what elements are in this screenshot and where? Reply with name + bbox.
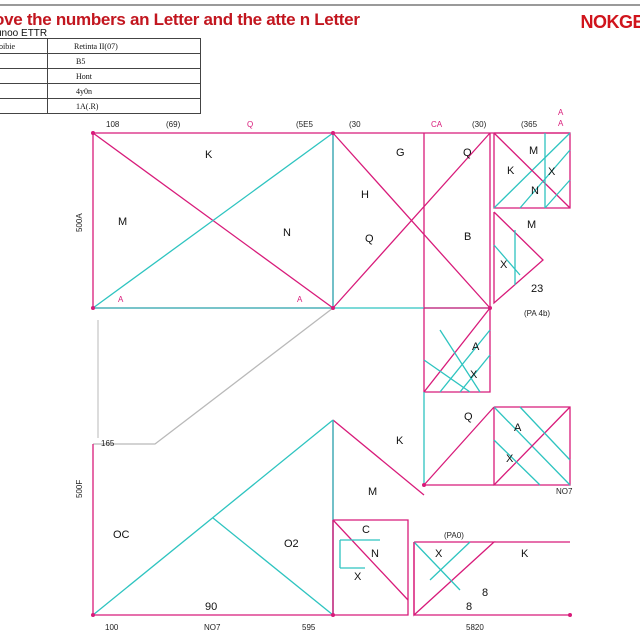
- legend-cell: 1A(.R): [47, 98, 201, 114]
- piece-label: X: [506, 453, 514, 465]
- piece-label: OC: [113, 529, 130, 541]
- edge-diagonal: [92, 419, 334, 616]
- piece-label: X: [548, 166, 556, 178]
- piece-label: A: [118, 295, 124, 304]
- piece-label: Q: [464, 411, 473, 423]
- dimension-label: CA: [431, 120, 443, 129]
- vertex-dot: [488, 306, 492, 310]
- piece-label: K: [507, 165, 515, 177]
- dimension-label: 595: [302, 623, 316, 632]
- piece-label: M: [368, 486, 377, 498]
- vertex-dot: [91, 306, 95, 310]
- edge-diagonal: [493, 244, 521, 276]
- dimension-label: (365: [521, 120, 538, 129]
- piece-label: H: [361, 189, 369, 201]
- edge-diagonal: [332, 132, 491, 309]
- piece-label: A: [514, 422, 522, 434]
- edge-diagonal: [413, 541, 461, 591]
- dimension-label: NO7: [556, 487, 573, 496]
- piece-label: O2: [284, 538, 299, 550]
- edge-diagonal: [493, 406, 571, 486]
- vertex-dot: [331, 131, 335, 135]
- dimension-label: (30: [349, 120, 361, 129]
- piece-label: N: [283, 227, 291, 239]
- brand-logo: NOKGE: [580, 12, 640, 32]
- piece-label: B: [464, 231, 471, 243]
- legend-header-row: oibie Retinta II(07): [0, 38, 201, 54]
- piece-label: N: [531, 185, 539, 197]
- piece-label: X: [470, 369, 478, 381]
- edge-diagonal: [493, 439, 541, 486]
- piece-label: A: [472, 341, 480, 353]
- piece-label: G: [396, 147, 405, 159]
- page-title: ove the numbers an Letter and the atte n…: [0, 10, 360, 29]
- piece-label: Q: [463, 147, 472, 159]
- piece-label: M: [529, 145, 538, 157]
- piece-label: M: [118, 216, 127, 228]
- edge-diagonal: [439, 329, 481, 393]
- dimension-label: 165: [101, 439, 115, 448]
- piece-label: M: [527, 219, 536, 231]
- edge-diagonal: [423, 359, 471, 393]
- piece-label: C: [362, 524, 370, 536]
- dimension-label: (69): [166, 120, 181, 129]
- edge-diagonal: [544, 179, 571, 209]
- legend-row: Hont: [0, 68, 201, 84]
- piece-small-square: [332, 519, 409, 616]
- top-rule: [0, 4, 640, 6]
- edge-diagonal: [519, 406, 571, 461]
- dimension-label: Q: [247, 120, 253, 129]
- dimension-label: 108: [106, 120, 120, 129]
- connector-line: [93, 307, 334, 445]
- piece-label: 90: [205, 601, 217, 613]
- dimension-label: (5E5: [296, 120, 313, 129]
- vertex-dot: [91, 131, 95, 135]
- vertex-dot: [422, 483, 426, 487]
- piece-label: A: [558, 119, 564, 128]
- dimension-label: 500F: [75, 480, 84, 498]
- piece-label: X: [500, 259, 508, 271]
- piece-label: N: [371, 548, 379, 560]
- dimension-label: NO7: [204, 623, 221, 632]
- page-subtitle: unoo ETTR: [0, 28, 48, 39]
- vertex-dot: [331, 306, 335, 310]
- edge-diagonal: [423, 406, 495, 486]
- edge-diagonal: [429, 541, 471, 581]
- dimension-label: 5820: [466, 623, 484, 632]
- piece-label: K: [521, 548, 529, 560]
- piece-label: A: [297, 295, 303, 304]
- edge-diagonal: [459, 354, 491, 393]
- piece-bottom-right-tri: [413, 541, 496, 617]
- dimension-label: A: [558, 108, 564, 117]
- vertex-dot: [91, 613, 95, 617]
- dimension-label: 500A: [75, 213, 84, 232]
- piece-label: Q: [365, 233, 374, 245]
- edge-diagonal: [212, 517, 334, 616]
- edge-diagonal: [332, 519, 409, 601]
- edge-diagonal: [493, 132, 571, 209]
- vertex-dot: [331, 613, 335, 617]
- legend-table: oibie Retinta II(07) B5 Hont 4y0n 1A(.R): [0, 38, 201, 114]
- piece-label: 8: [466, 601, 472, 613]
- edge-diagonal: [439, 329, 491, 393]
- edge-diagonal: [332, 419, 425, 496]
- piece-label: X: [435, 548, 443, 560]
- piece-label: 8: [482, 587, 488, 599]
- legend-row: 1A(.R): [0, 98, 201, 114]
- dimension-label: (PA0): [444, 531, 464, 540]
- dimension-label: (PA 4b): [524, 309, 550, 318]
- piece-mid-right: [423, 307, 491, 393]
- dimension-label: 100: [105, 623, 119, 632]
- edge-diagonal: [92, 132, 334, 309]
- piece-label: X: [354, 571, 362, 583]
- dimension-label: (30): [472, 120, 487, 129]
- piece-label: K: [205, 149, 213, 161]
- piece-kite: [493, 211, 544, 305]
- piece-label: K: [396, 435, 404, 447]
- edge-diagonal: [423, 307, 491, 393]
- dimension-label: 23: [531, 283, 543, 295]
- vertex-dot: [568, 613, 572, 617]
